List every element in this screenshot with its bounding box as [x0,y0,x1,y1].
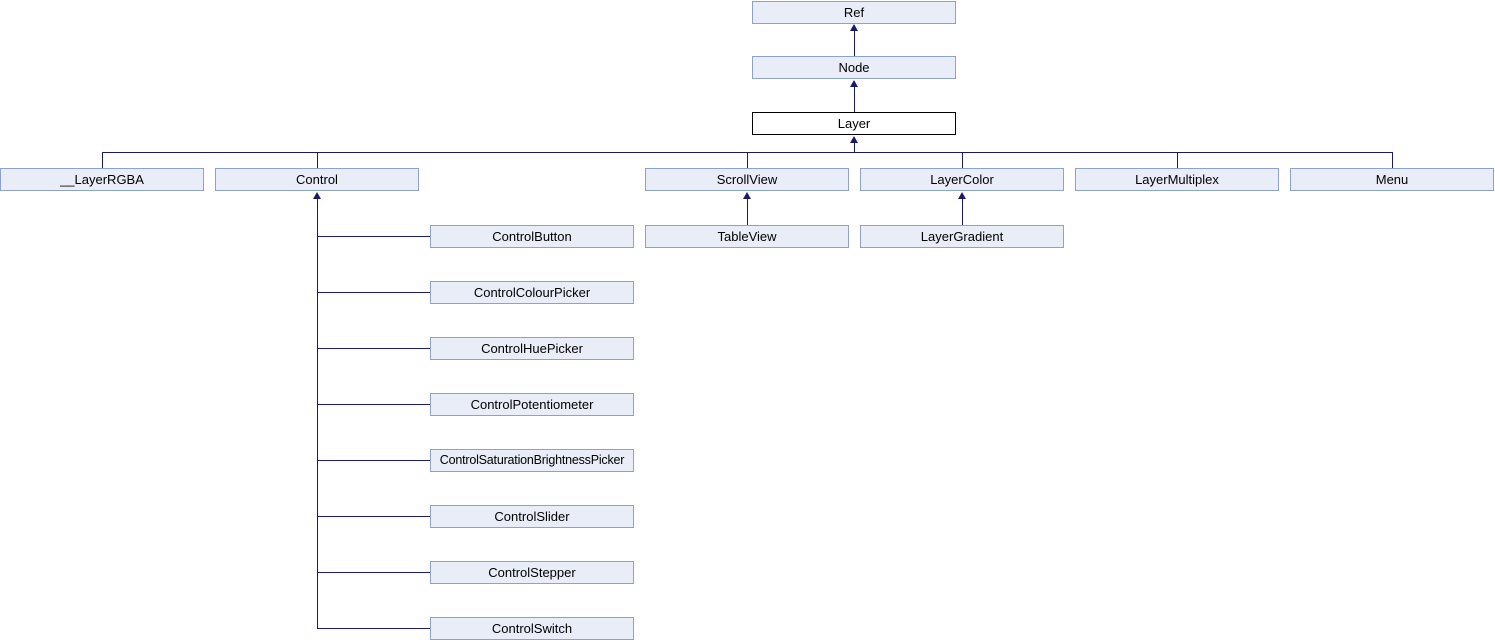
class-box-controlslider[interactable]: ControlSlider [430,505,634,528]
arrowhead-up-scrollview [743,192,751,199]
edge-stub-layercolor [962,152,963,168]
class-box-controlstepper[interactable]: ControlStepper [430,561,634,584]
edge-stub-menu [1392,152,1393,168]
edge-branch-controlcolourpicker [317,292,430,293]
edge-branch-controlbutton [317,236,430,237]
edge-stub-control [317,152,318,168]
arrowhead-up-node [850,80,858,87]
edge-layer-to-node [854,86,855,112]
edge-layergradient-to-layercolor [962,198,963,225]
edge-branch-controlhuepicker [317,348,430,349]
class-box-menu[interactable]: Menu [1290,168,1494,191]
edge-branch-controlstepper [317,572,430,573]
class-box-tableview[interactable]: TableView [645,225,849,248]
class-box-ref[interactable]: Ref [752,1,956,24]
edge-branch-controlswitch [317,628,430,629]
class-box-layer-rgba[interactable]: __LayerRGBA [0,168,204,191]
edge-stub-layermultiplex [1177,152,1178,168]
arrowhead-up-layercolor [958,192,966,199]
edge-stub-scrollview [747,152,748,168]
class-box-controlcolourpicker[interactable]: ControlColourPicker [430,281,634,304]
edge-node-to-ref [854,30,855,56]
class-box-controlswitch[interactable]: ControlSwitch [430,617,634,640]
arrowhead-up-control [313,192,321,199]
edge-bus-to-layer [854,142,855,153]
class-box-control[interactable]: Control [215,168,419,191]
class-box-controlhuepicker[interactable]: ControlHuePicker [430,337,634,360]
class-box-controlbutton[interactable]: ControlButton [430,225,634,248]
edge-branch-controlslider [317,516,430,517]
class-box-layergradient[interactable]: LayerGradient [860,225,1064,248]
class-box-scrollview[interactable]: ScrollView [645,168,849,191]
class-box-controlpotentiometer[interactable]: ControlPotentiometer [430,393,634,416]
edge-branch-controlsaturationbrightnesspicker [317,460,430,461]
arrowhead-up-layer [850,136,858,143]
edge-tableview-to-scrollview [747,198,748,225]
edge-control-trunk [317,198,318,629]
edge-branch-controlpotentiometer [317,404,430,405]
class-box-layercolor[interactable]: LayerColor [860,168,1064,191]
class-box-controlsaturationbrightnesspicker[interactable]: ControlSaturationBrightnessPicker [430,449,634,472]
edge-stub-layer-rgba [102,152,103,168]
class-box-layermultiplex[interactable]: LayerMultiplex [1075,168,1279,191]
class-box-node[interactable]: Node [752,56,956,79]
arrowhead-up-ref [850,24,858,31]
class-box-layer-current: Layer [752,112,956,135]
